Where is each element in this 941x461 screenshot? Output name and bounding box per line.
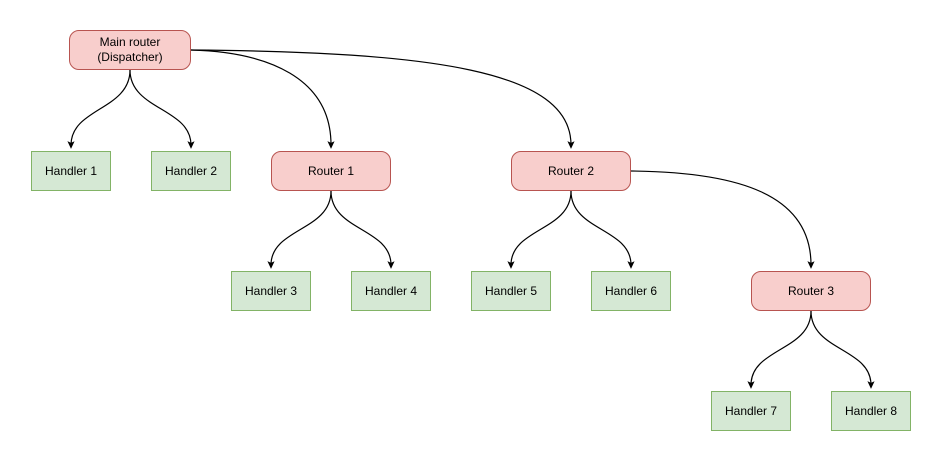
- edge-router-2-to-handler-5: [507, 190, 572, 269]
- edge-main-to-router-2: [190, 49, 575, 149]
- edge-router-1-to-handler-4: [330, 190, 395, 269]
- edge-router-3-to-handler-7: [747, 310, 812, 389]
- edge-router-3-to-handler-8: [810, 310, 875, 389]
- node-label: Handler 3: [244, 283, 298, 298]
- node-label: Handler 6: [604, 283, 658, 298]
- node-label: Handler 4: [364, 283, 418, 298]
- node-label: Router 2: [547, 163, 595, 178]
- node-label: Router 1: [307, 163, 355, 178]
- node-handler-4[interactable]: Handler 4: [351, 271, 431, 311]
- edge-router-2-to-router-3: [630, 170, 815, 269]
- node-handler-8[interactable]: Handler 8: [831, 391, 911, 431]
- node-handler-3[interactable]: Handler 3: [231, 271, 311, 311]
- node-label: Handler 5: [484, 283, 538, 298]
- node-handler-2[interactable]: Handler 2: [151, 151, 231, 191]
- node-router-1[interactable]: Router 1: [271, 151, 391, 191]
- edge-router-1-to-handler-3: [267, 190, 332, 269]
- node-label: Handler 2: [164, 163, 218, 178]
- edge-main-to-handler-2: [129, 69, 195, 149]
- node-label: Main router (Dispatcher): [97, 35, 163, 64]
- node-label: Router 3: [787, 283, 835, 298]
- node-handler-6[interactable]: Handler 6: [591, 271, 671, 311]
- edge-main-to-router-1: [190, 49, 335, 149]
- node-handler-5[interactable]: Handler 5: [471, 271, 551, 311]
- node-router-3[interactable]: Router 3: [751, 271, 871, 311]
- node-label: Handler 7: [724, 403, 778, 418]
- node-router-2[interactable]: Router 2: [511, 151, 631, 191]
- node-label: Handler 1: [44, 163, 98, 178]
- edge-main-to-handler-1: [67, 69, 131, 149]
- node-main-router[interactable]: Main router (Dispatcher): [69, 30, 191, 70]
- node-handler-1[interactable]: Handler 1: [31, 151, 111, 191]
- edge-router-2-to-handler-6: [570, 190, 635, 269]
- node-handler-7[interactable]: Handler 7: [711, 391, 791, 431]
- node-label: Handler 8: [844, 403, 898, 418]
